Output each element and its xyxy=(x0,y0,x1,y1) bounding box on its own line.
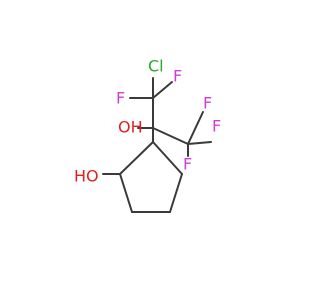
fluorine-label-cclf2-right: F xyxy=(173,67,182,86)
fluorine-label-cf3-top: F xyxy=(203,94,212,113)
chlorine-label: Cl xyxy=(148,57,164,76)
ring-bond-c2-c3 xyxy=(169,173,183,213)
bond-central-cf3 xyxy=(152,127,189,145)
bond-cf3-f-top xyxy=(187,111,204,145)
ring-bond-c1-c2 xyxy=(152,141,183,175)
ring-bond-c5-c1 xyxy=(119,141,154,175)
fluorine-label-cf3-bottom: F xyxy=(183,155,192,174)
bond-cclf2-f-right xyxy=(152,81,173,99)
atom-label-group: Cl F F F F F OH HO xyxy=(74,57,221,186)
fluorine-label-cf3-right: F xyxy=(212,117,221,136)
fluorine-label-cclf2-left: F xyxy=(116,89,125,108)
bond-group xyxy=(102,77,212,213)
hydroxyl-label-central: OH xyxy=(118,118,143,137)
molecule-structure: Cl F F F F F OH HO xyxy=(74,57,221,213)
ring-bond-c4-c5 xyxy=(119,173,133,213)
bond-cf3-f-right xyxy=(187,141,212,145)
hydroxyl-label-ring: HO xyxy=(74,167,99,186)
